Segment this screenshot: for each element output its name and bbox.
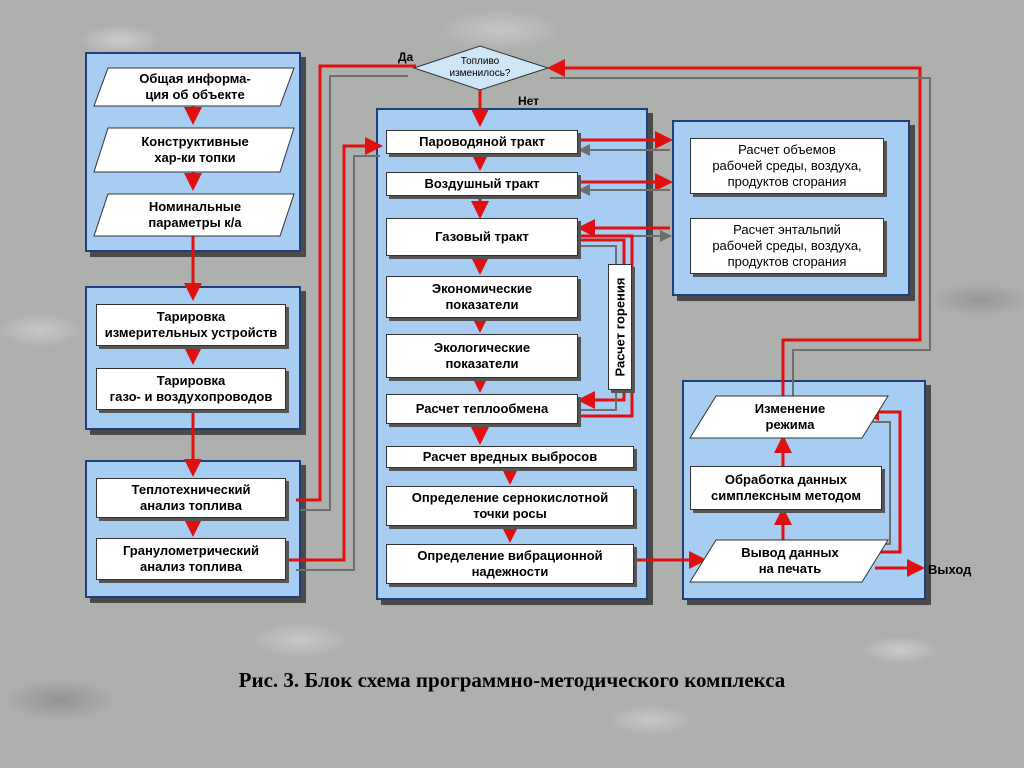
emissions-block: Расчет вредных выбросов xyxy=(386,446,634,468)
calib-meters-block: Тарировка измерительных устройств xyxy=(96,304,286,346)
combustion-label: Расчет горения xyxy=(612,277,628,377)
thermal-analysis-block: Теплотехнический анализ топлива xyxy=(96,478,286,518)
general-info-block: Общая информа- ция об объекте xyxy=(139,70,251,102)
decision-label: Топливо изменилось? xyxy=(449,55,511,80)
volumes-block: Расчет объемов рабочей среды, воздуха, п… xyxy=(690,138,884,194)
enthalpies-block: Расчет энтальпий рабочей среды, воздуха,… xyxy=(690,218,884,274)
mode-change-shape xyxy=(689,395,889,439)
air-path-block: Воздушный тракт xyxy=(386,172,578,196)
mode-change-block: Изменение режима xyxy=(754,400,826,432)
print-output-block: Вывод данных на печать xyxy=(741,544,839,576)
dew-point-block: Определение сернокислотной точки росы xyxy=(386,486,634,526)
design-chars-block: Конструктивные хар-ки топки xyxy=(141,133,249,165)
economic-block: Экономические показатели xyxy=(386,276,578,318)
general-info-shape xyxy=(93,67,295,107)
calib-ducts-block: Тарировка газо- и воздухопроводов xyxy=(96,368,286,410)
figure-caption: Рис. 3. Блок схема программно-методическ… xyxy=(238,668,786,692)
decision-no-label: Нет xyxy=(518,94,540,108)
nominal-params-shape xyxy=(93,193,295,237)
granulo-analysis-block: Гранулометрический анализ топлива xyxy=(96,538,286,580)
steam-water-block: Пароводяной тракт xyxy=(386,130,578,154)
heat-exchange-block: Расчет теплообмена xyxy=(386,394,578,424)
vibration-block: Определение вибрационной надежности xyxy=(386,544,634,584)
combustion-block: Расчет горения xyxy=(608,264,632,390)
simplex-block: Обработка данных симплексным методом xyxy=(690,466,882,510)
print-output-shape xyxy=(689,539,889,583)
ecological-block: Экологические показатели xyxy=(386,334,578,378)
nominal-params-block: Номинальные параметры к/а xyxy=(148,198,242,230)
gas-path-block: Газовый тракт xyxy=(386,218,578,256)
decision-diamond xyxy=(412,45,550,91)
exit-label: Выход xyxy=(928,562,972,577)
design-chars-shape xyxy=(93,127,295,173)
decision-yes-label: Да xyxy=(398,50,414,64)
